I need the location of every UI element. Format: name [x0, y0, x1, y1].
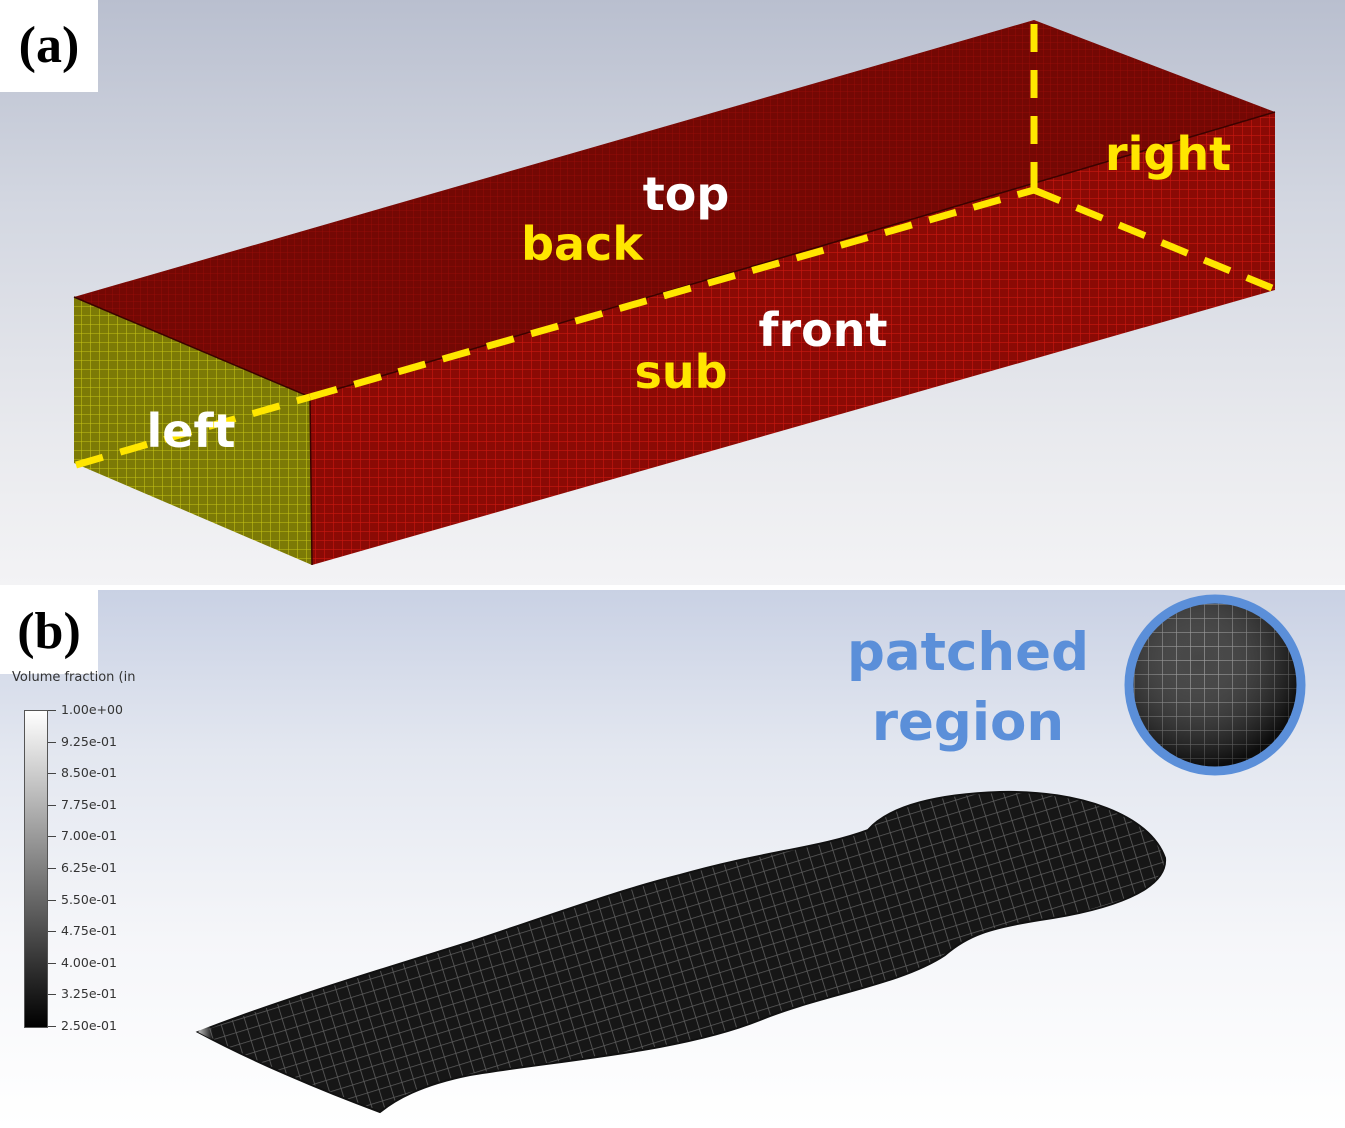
panel-a-mesh-domain: top back right front sub left (a)	[0, 0, 1345, 585]
colorbar-tick: 8.50e-01	[48, 765, 117, 781]
left-face	[74, 297, 312, 565]
colorbar-tick: 7.00e-01	[48, 828, 117, 844]
colorbar-tick: 9.25e-01	[48, 734, 117, 750]
droplet-surface-diagram	[195, 594, 1306, 1114]
colorbar	[24, 710, 48, 1028]
label-front: front	[758, 303, 887, 357]
panel-a-tag: (a)	[0, 0, 98, 92]
surface-edge-highlight	[198, 1025, 380, 1112]
mesh-box-diagram: top back right front sub left	[73, 18, 1276, 566]
label-right: right	[1105, 127, 1231, 181]
hidden-edges	[75, 18, 1274, 469]
callout-line-2: region	[871, 692, 1065, 753]
label-sub: sub	[634, 345, 727, 399]
colorbar-tick: 7.75e-01	[48, 797, 117, 813]
panel-b-volume-fraction: (b) Volume fraction (in 1.00e+00 9.25e-0…	[0, 590, 1345, 1128]
colorbar-tick: 4.75e-01	[48, 923, 117, 939]
top-face	[74, 20, 1275, 397]
liquid-surface	[195, 790, 1167, 1114]
colorbar-tick: 2.50e-01	[48, 1018, 117, 1034]
panel-b-tag: (b)	[0, 590, 98, 674]
label-top: top	[643, 167, 730, 221]
callout-line-1: patched	[846, 622, 1090, 683]
patched-region-outline	[1124, 594, 1306, 776]
legend-title: Volume fraction (in	[12, 670, 136, 685]
patched-region-callout: patched region	[838, 618, 1098, 758]
label-left: left	[147, 404, 236, 458]
front-face	[310, 112, 1275, 565]
colorbar-tick: 3.25e-01	[48, 986, 117, 1002]
colorbar-tick: 4.00e-01	[48, 955, 117, 971]
colorbar-ticks: 1.00e+00 9.25e-01 8.50e-01 7.75e-01 7.00…	[48, 702, 148, 1036]
box-edge	[309, 396, 313, 566]
colorbar-tick: 5.50e-01	[48, 892, 117, 908]
colorbar-tick: 1.00e+00	[48, 702, 123, 718]
colorbar-tick: 6.25e-01	[48, 860, 117, 876]
label-back: back	[521, 217, 644, 271]
sphere-shading	[1133, 603, 1297, 767]
